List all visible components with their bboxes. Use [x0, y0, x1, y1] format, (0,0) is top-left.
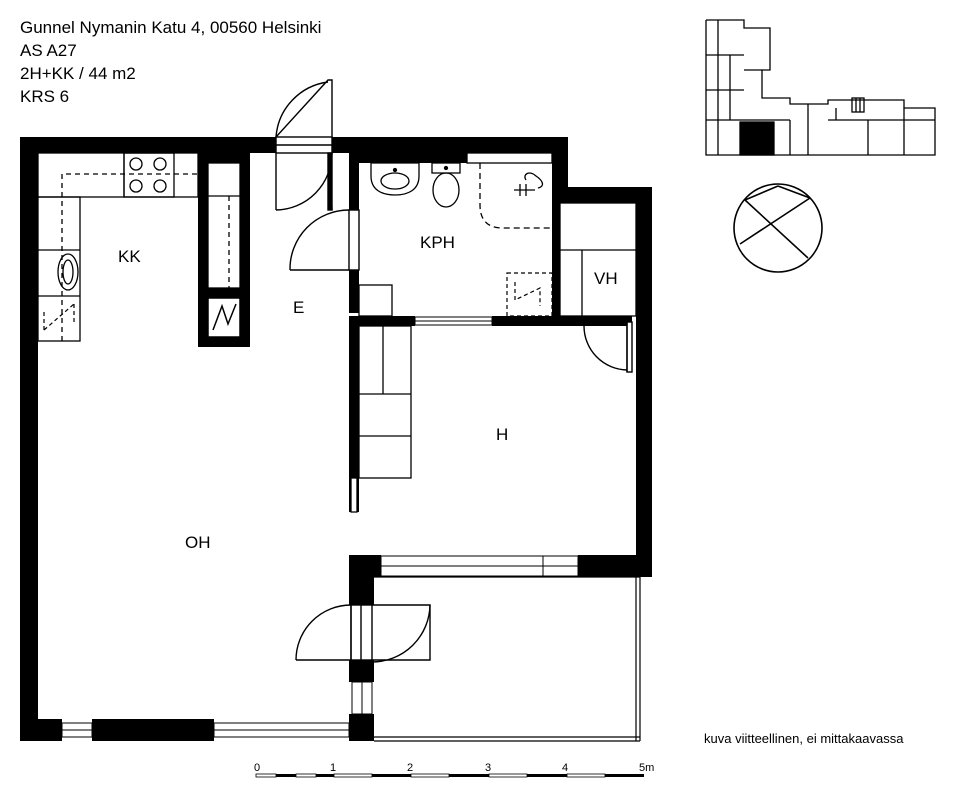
- bedroom-wardrobe: [358, 325, 412, 479]
- room-label-wardrobe: VH: [594, 269, 618, 288]
- room-label-bathroom: KPH: [420, 233, 455, 252]
- floor-label: KRS 6: [20, 87, 70, 106]
- washing-machine-spot: [506, 272, 553, 317]
- fridge-cabinet: [207, 162, 241, 289]
- scale-label-2: 2: [407, 762, 413, 774]
- dishwasher-icon: [43, 303, 75, 331]
- shower-area: [466, 152, 553, 229]
- scale-bar: 0 1 2 3 4 5m: [254, 762, 654, 778]
- room-label-bedroom: H: [496, 425, 508, 444]
- windows: [61, 316, 579, 738]
- shower-head-icon: [514, 172, 544, 196]
- scale-label-5m: 5m: [639, 762, 654, 774]
- electric-panel-icon: [207, 297, 241, 338]
- balcony-door[interactable]: [295, 604, 431, 663]
- scale-label-0: 0: [254, 762, 260, 774]
- balcony: [374, 576, 641, 742]
- key-plan: [705, 19, 936, 156]
- walls: [20, 137, 652, 741]
- plan-header: Gunnel Nymanin Katu 4, 00560 Helsinki AS…: [20, 16, 321, 108]
- toilet-icon: [431, 162, 461, 208]
- stove-icon: [129, 157, 167, 193]
- room-labels: KK KPH VH E H OH: [118, 233, 618, 552]
- bedroom-door[interactable]: [350, 477, 358, 513]
- apartment-type: 2H+KK / 44 m2: [20, 64, 136, 83]
- scale-label-1: 1: [330, 762, 336, 774]
- address-text: Gunnel Nymanin Katu 4, 00560 Helsinki: [20, 18, 322, 37]
- apartment-code: AS A27: [20, 41, 77, 60]
- sink-icon: [57, 253, 79, 291]
- closet-door[interactable]: [583, 321, 633, 373]
- compass-icon: [733, 183, 823, 273]
- room-label-hall: E: [293, 298, 304, 317]
- room-label-living: OH: [185, 533, 211, 552]
- room-label-kitchen: KK: [118, 247, 141, 266]
- bathroom-door[interactable]: [289, 209, 360, 271]
- scale-label-4: 4: [562, 762, 568, 774]
- entrance-door[interactable]: [275, 79, 333, 211]
- walk-in-closet: [559, 202, 637, 317]
- disclaimer-text: kuva viitteellinen, ei mittakaavassa: [704, 731, 904, 746]
- scale-label-3: 3: [485, 762, 491, 774]
- washbasin-icon: [370, 162, 420, 196]
- bathroom-cabinet: [358, 284, 393, 317]
